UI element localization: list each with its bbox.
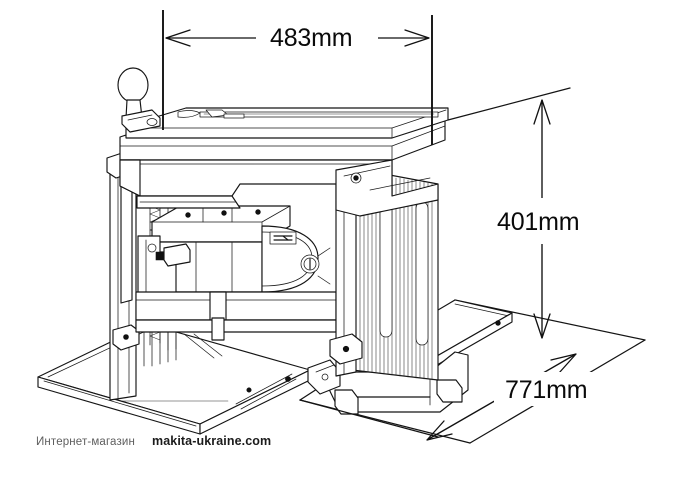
base-platform [326, 351, 469, 415]
crank-handle [117, 67, 161, 133]
watermark: Интернет-магазин makita-ukraine.com [36, 434, 271, 448]
watermark-prefix: Интернет-магазин [36, 436, 135, 448]
dimension-width-483: 483mm [162, 10, 433, 145]
motor-bracket [137, 235, 191, 297]
dimension-depth-771: 771mm [299, 353, 620, 441]
motor-housing [151, 205, 331, 293]
dimension-label-width: 483mm [270, 24, 352, 52]
dimension-label-height: 401mm [497, 208, 579, 236]
lower-inner-detail [143, 331, 223, 367]
top-table [125, 107, 449, 139]
cutterhead-guard [136, 195, 241, 209]
dimension-height-401: 401mm [447, 87, 614, 339]
infeed-table [37, 323, 341, 435]
lower-cross-rail [135, 291, 337, 341]
dimension-label-depth: 771mm [505, 376, 587, 404]
watermark-site: makita-ukraine.com [152, 434, 271, 448]
